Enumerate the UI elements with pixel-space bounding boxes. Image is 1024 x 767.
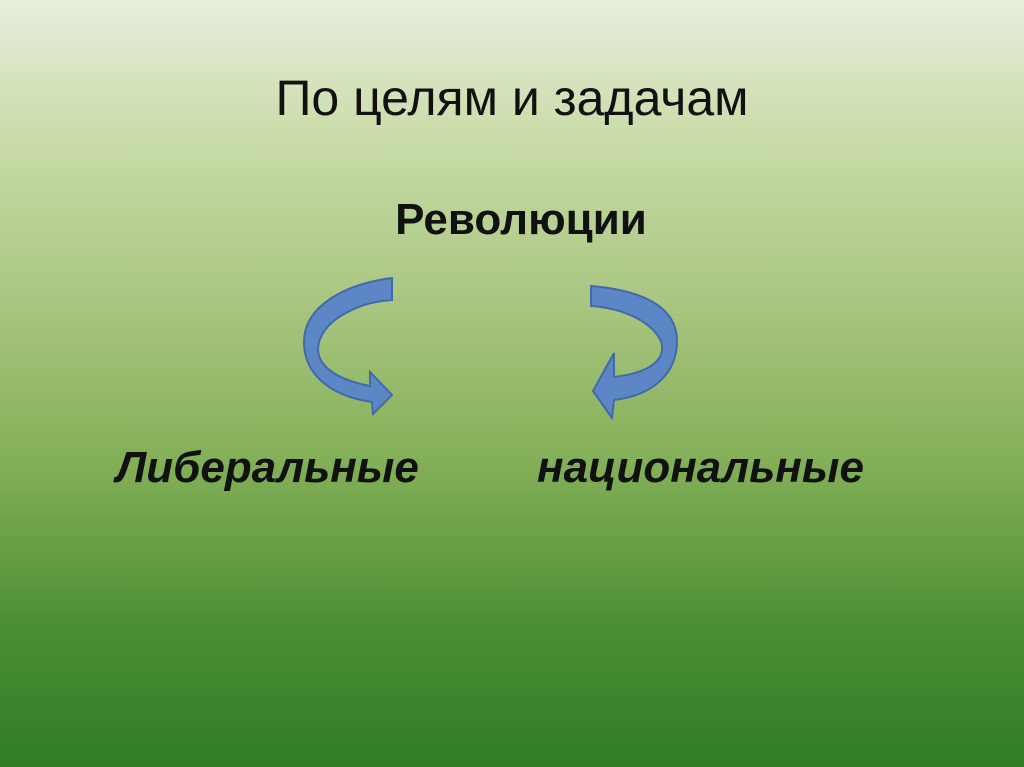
left-curved-arrow-icon [302, 276, 394, 417]
national-term: национальные [537, 443, 864, 492]
slide-subtitle: Революции [0, 192, 1024, 248]
liberal-term: Либеральные [116, 443, 419, 492]
right-curved-arrow-icon [590, 284, 679, 421]
slide-title: По целям и задачам [275, 70, 749, 126]
subtitle-text: Революции [395, 195, 647, 244]
